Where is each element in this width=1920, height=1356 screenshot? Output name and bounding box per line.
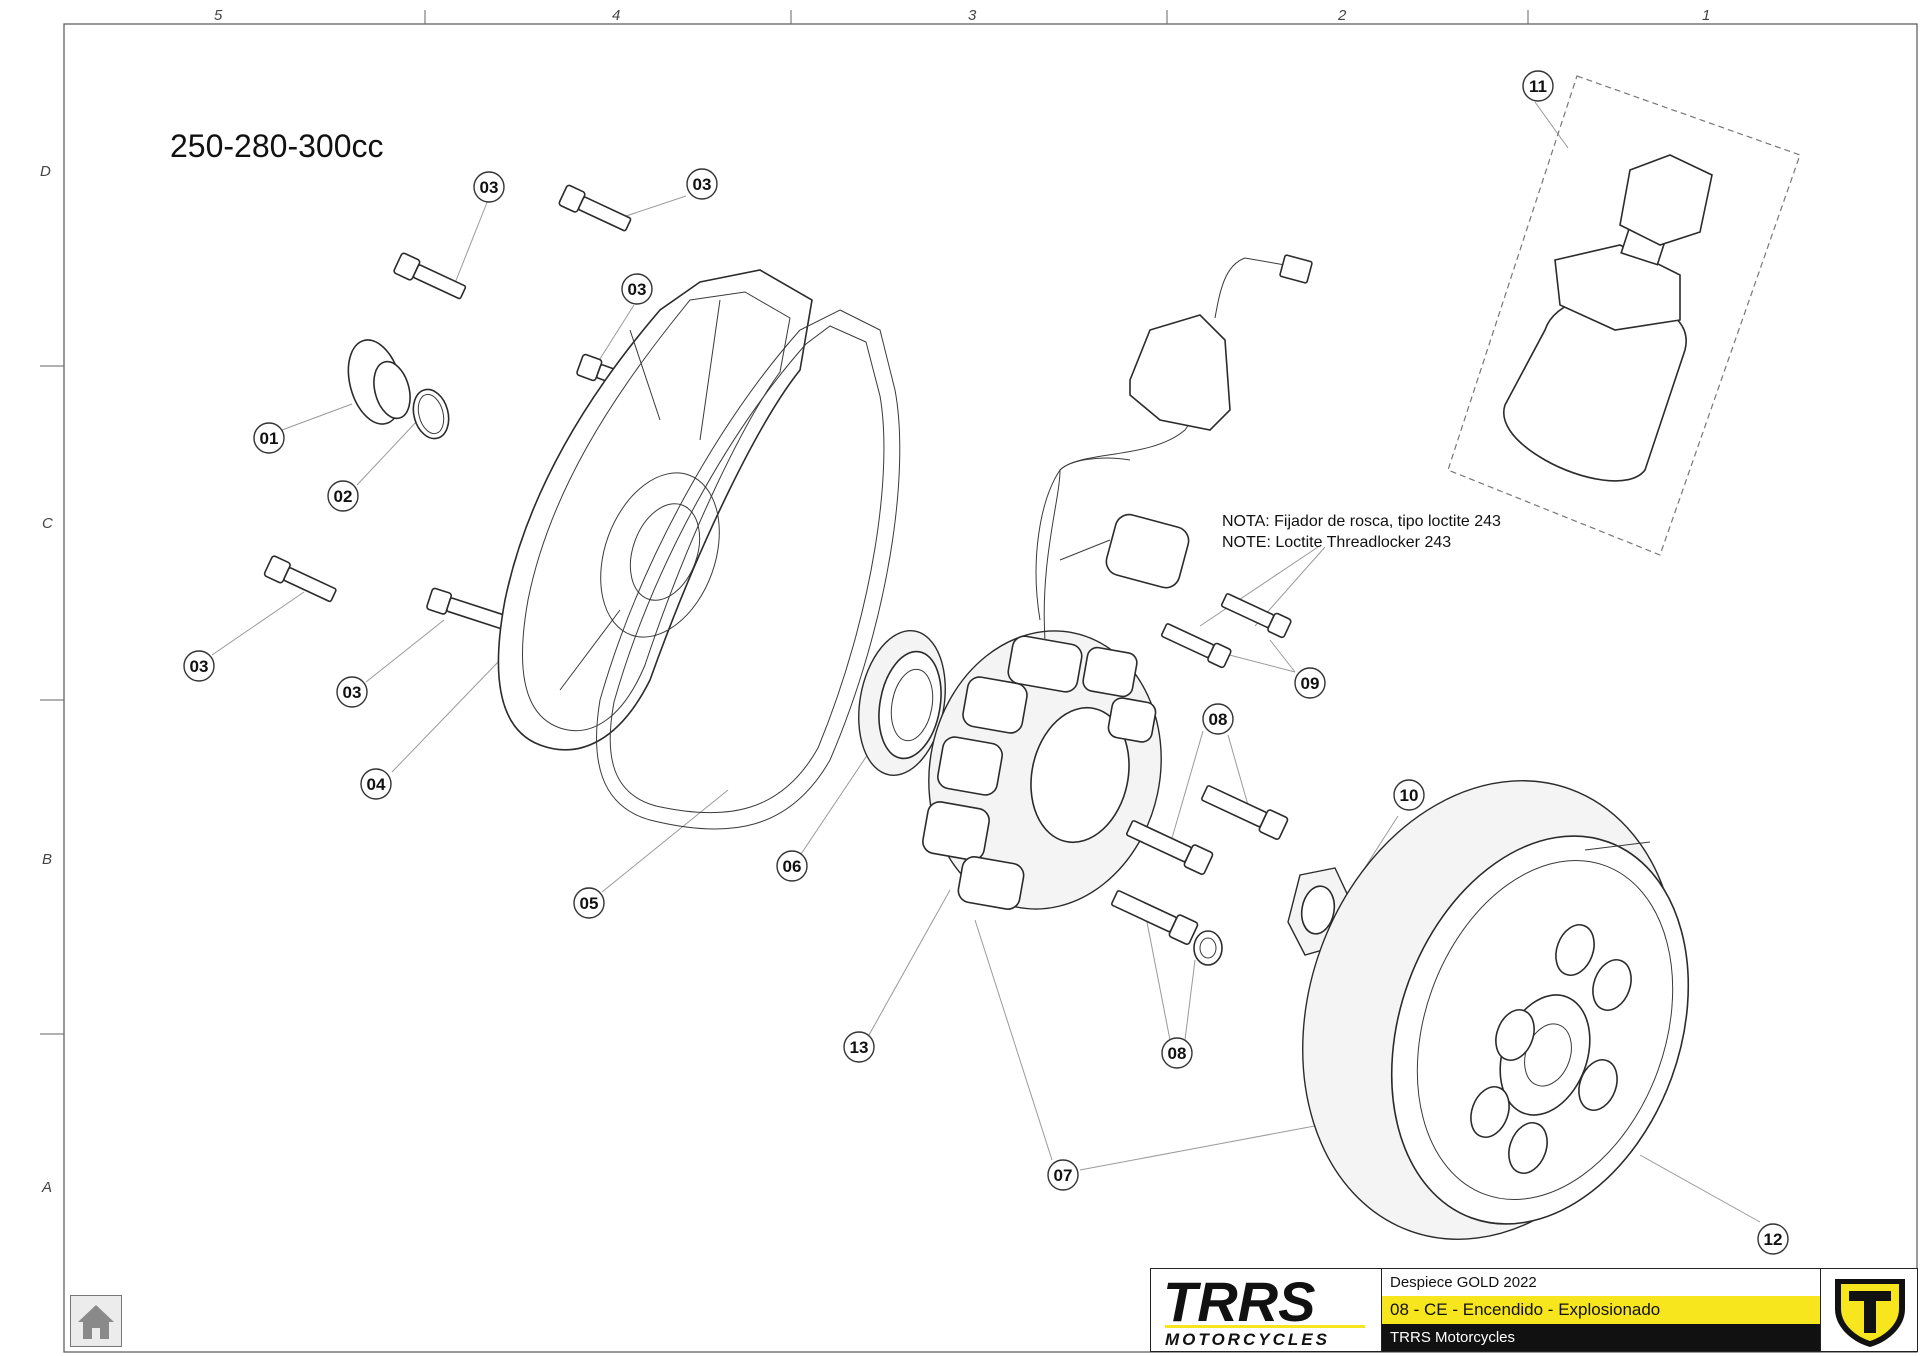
callout-06: 06 (776, 850, 808, 882)
callout-02: 02 (327, 480, 359, 512)
callout-08-b: 08 (1161, 1037, 1193, 1069)
logo-sub-text: MOTORCYCLES (1165, 1330, 1330, 1349)
home-icon (78, 1305, 114, 1339)
bolt-03-e (426, 587, 509, 630)
callout-04: 04 (360, 768, 392, 800)
bearing-06 (858, 630, 946, 776)
svg-text:03: 03 (693, 175, 712, 194)
oring-02 (412, 388, 450, 440)
callout-01: 01 (253, 422, 285, 454)
callout-03-a: 03 (473, 171, 505, 203)
callouts: 01 02 03 03 03 03 03 04 05 06 07 08 08 0… (183, 70, 1789, 1255)
svg-text:03: 03 (343, 683, 362, 702)
callout-03-b: 03 (686, 168, 718, 200)
svg-text:03: 03 (480, 178, 499, 197)
bolt-03-a (393, 252, 467, 300)
trrs-logo: TRRS MOTORCYCLES (1151, 1269, 1382, 1351)
company-name: TRRS Motorcycles (1382, 1324, 1820, 1351)
callout-03-c: 03 (621, 273, 653, 305)
svg-text:01: 01 (260, 429, 279, 448)
catalog-title: Despiece GOLD 2022 (1382, 1269, 1820, 1296)
ignition-cover-04 (497, 269, 813, 751)
callout-10: 10 (1393, 779, 1425, 811)
puller-11 (1447, 75, 1801, 556)
svg-text:09: 09 (1301, 674, 1320, 693)
stator-13 (922, 457, 1162, 910)
gasket-05 (596, 309, 901, 830)
note-line-es: NOTA: Fijador de rosca, tipo loctite 243 (1222, 513, 1501, 530)
zone-col-1: 1 (1702, 7, 1710, 24)
callout-03-e: 03 (336, 676, 368, 708)
svg-text:10: 10 (1400, 786, 1419, 805)
wiring-harness (1035, 254, 1313, 621)
callout-03-d: 03 (183, 650, 215, 682)
bolt-09-a (1160, 623, 1232, 669)
title-block: TRRS MOTORCYCLES Despiece GOLD 2022 08 -… (1150, 1268, 1918, 1352)
callout-05: 05 (573, 887, 605, 919)
svg-text:03: 03 (628, 280, 647, 299)
callout-09: 09 (1294, 667, 1326, 699)
section-title: 08 - CE - Encendido - Explosionado (1382, 1296, 1820, 1324)
svg-text:11: 11 (1529, 77, 1547, 96)
zone-labels: 5 4 3 2 1 D C B A (40, 7, 1710, 1196)
svg-text:08: 08 (1209, 710, 1228, 729)
svg-text:06: 06 (783, 857, 802, 876)
zone-col-5: 5 (214, 7, 223, 24)
callout-12: 12 (1757, 1223, 1789, 1255)
zone-row-a: A (41, 1179, 52, 1196)
model-label: 250-280-300cc (170, 128, 384, 164)
svg-text:12: 12 (1764, 1230, 1783, 1249)
leader-lines (211, 101, 1761, 1223)
svg-text:04: 04 (367, 775, 386, 794)
logo-main-text: TRRS (1163, 1270, 1315, 1333)
bolt-09-b (1220, 593, 1292, 639)
drawing-frame (63, 23, 1918, 1353)
flywheel-12 (1302, 780, 1690, 1240)
zone-col-2: 2 (1337, 7, 1347, 24)
note-line-en: NOTE: Loctite Threadlocker 243 (1222, 534, 1452, 551)
zone-col-4: 4 (612, 7, 620, 24)
svg-text:13: 13 (850, 1038, 869, 1057)
svg-text:08: 08 (1168, 1044, 1187, 1063)
bolt-08-d (1193, 930, 1223, 966)
zone-row-d: D (40, 163, 51, 180)
zone-ticks (40, 10, 1529, 1035)
zone-row-c: C (42, 515, 53, 532)
svg-text:03: 03 (190, 657, 209, 676)
cap-01 (347, 339, 411, 425)
callout-07: 07 (1047, 1159, 1079, 1191)
threadlocker-note: NOTA: Fijador de rosca, tipo loctite 243… (1222, 511, 1501, 553)
callout-08-a: 08 (1202, 703, 1234, 735)
svg-text:02: 02 (334, 487, 353, 506)
zone-col-3: 3 (968, 7, 977, 24)
svg-text:05: 05 (580, 894, 599, 913)
bolt-03-b (558, 184, 632, 232)
zone-row-b: B (42, 851, 52, 868)
bolt-03-d (263, 555, 337, 603)
trrs-emblem-icon (1820, 1269, 1918, 1351)
svg-text:07: 07 (1054, 1166, 1073, 1185)
callout-13: 13 (843, 1031, 875, 1063)
bolt-08-a (1201, 785, 1289, 840)
title-rows: Despiece GOLD 2022 08 - CE - Encendido -… (1382, 1269, 1820, 1351)
bolt-08-b (1126, 820, 1214, 875)
callout-11: 11 (1522, 70, 1554, 102)
home-button[interactable] (70, 1295, 122, 1347)
bolt-08-c (1111, 890, 1199, 945)
